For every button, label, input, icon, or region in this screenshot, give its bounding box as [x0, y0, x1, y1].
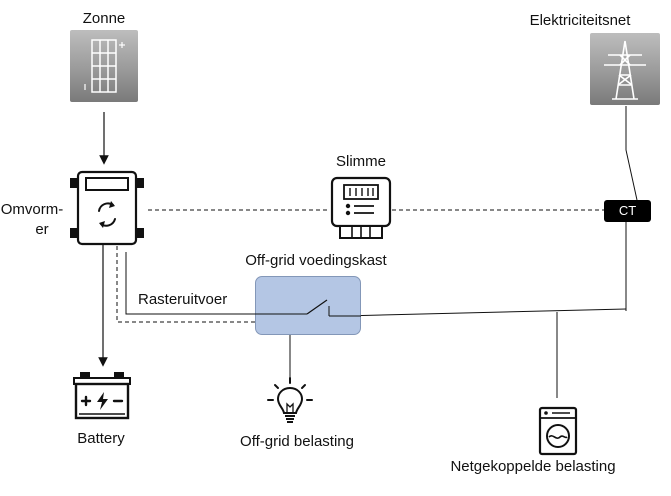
inverter-label-line1: Omvorm- [0, 201, 64, 218]
offgrid-power-box [255, 276, 361, 335]
offgrid-load-label: Off-grid belasting [240, 433, 354, 450]
grid-label: Elektriciteitsnet [529, 12, 631, 29]
battery-icon [73, 372, 131, 420]
smart-meter [330, 176, 392, 240]
sun-label: Zonne [82, 10, 126, 27]
grid-output-label: Rasteruitvoer [138, 291, 228, 308]
ct-label: CT [618, 203, 637, 218]
inverter-label-line2: er [35, 221, 49, 238]
main-ac-line [342, 308, 627, 317]
grid-tower-tile [590, 33, 660, 105]
meter-label: Slimme [335, 153, 387, 170]
offgrid-load [264, 376, 316, 428]
solar-panel-tile [70, 30, 138, 102]
battery [70, 370, 134, 422]
grid-output-wire [125, 252, 255, 315]
ct-sensor-badge: CT [604, 200, 651, 222]
transmission-tower-icon [590, 33, 660, 105]
battery-label: Battery [77, 430, 125, 447]
solar-panel-icon [70, 30, 138, 102]
inverter [66, 166, 148, 248]
light-bulb-icon [267, 377, 313, 423]
switch-icon [255, 299, 361, 317]
comm-line-inverter-box [116, 246, 255, 323]
grid-load-label: Netgekoppelde belasting [450, 458, 616, 475]
grid-load [538, 406, 578, 456]
smart-meter-icon [330, 176, 392, 239]
washing-machine-icon [538, 406, 578, 456]
inverter-icon [70, 170, 144, 246]
offgrid-box-label: Off-grid voedingskast [245, 252, 387, 269]
grid-to-ct-wire [625, 106, 638, 201]
